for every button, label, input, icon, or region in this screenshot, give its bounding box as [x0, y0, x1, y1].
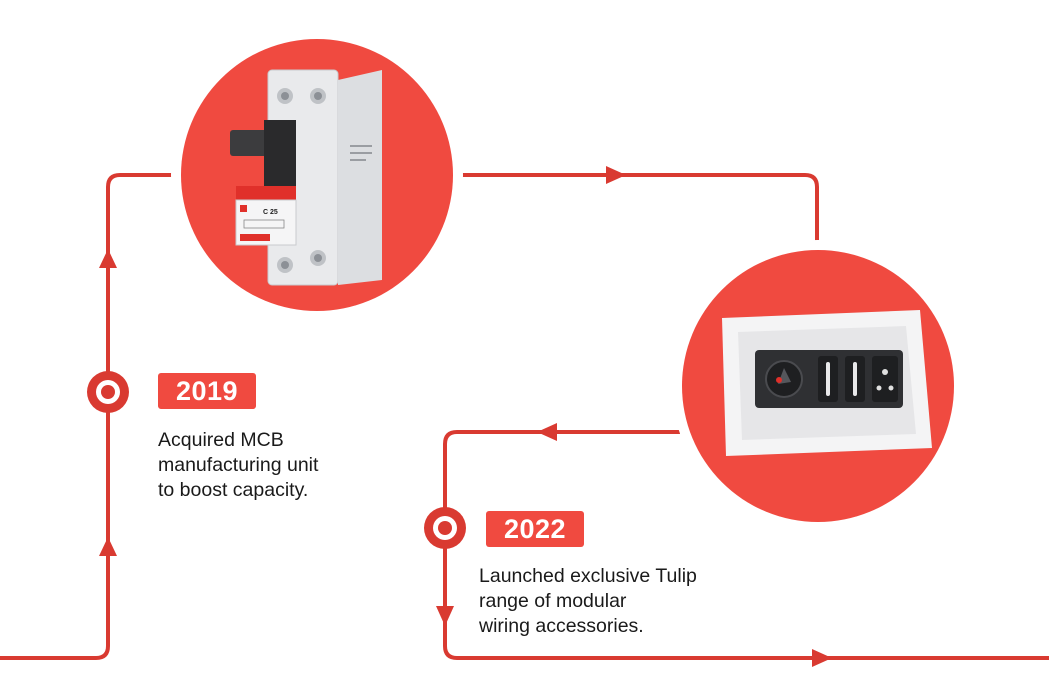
arrow-down-icon — [436, 606, 454, 626]
timeline-node-2019 — [87, 371, 129, 413]
year-badge-2019: 2019 — [158, 373, 256, 409]
milestone-description-2019: Acquired MCB manufacturing unit to boost… — [158, 429, 319, 501]
arrow-right-icon — [606, 166, 626, 184]
milestone-description-2022: Launched exclusive Tulip range of modula… — [479, 565, 697, 637]
arrow-right-icon — [812, 649, 832, 667]
arrow-up-icon — [99, 249, 117, 268]
timeline-node-2022 — [424, 507, 466, 549]
mcb-rating-label: C 25 — [263, 209, 278, 216]
mcb-breaker-image: C 25 — [171, 29, 463, 321]
year-badge-2022: 2022 — [486, 511, 584, 547]
arrow-left-icon — [537, 423, 557, 441]
modular-switch-plate-image — [672, 240, 964, 532]
arrow-up-icon — [99, 537, 117, 556]
